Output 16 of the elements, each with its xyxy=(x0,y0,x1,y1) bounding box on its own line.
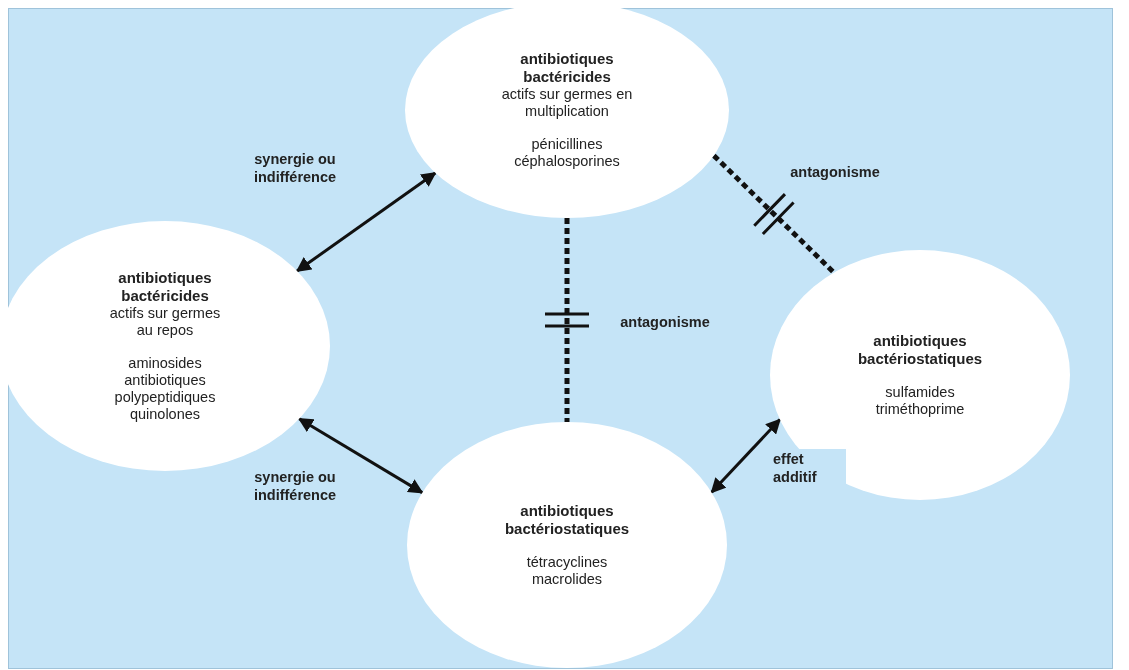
double-arrow xyxy=(710,418,781,494)
edge-label: effet additif xyxy=(770,449,846,487)
class-heading: antibiotiques bactéricides xyxy=(117,269,213,305)
double-arrow xyxy=(295,171,437,273)
drug-list: pénicillines céphalosporines xyxy=(497,136,637,170)
class-heading: antibiotiques bactéricides xyxy=(519,50,615,86)
drug-list: sulfamides triméthoprime xyxy=(865,384,975,418)
drug-list: aminosides antibiotiques polypeptidiques quinolones xyxy=(95,355,235,423)
double-arrow xyxy=(297,417,424,494)
class-heading: antibiotiques bactériostatiques xyxy=(503,502,631,538)
activity-text: actifs sur germes en multiplication xyxy=(500,86,634,120)
antagonism-line xyxy=(712,153,836,275)
drug-list: tétracyclines macrolides xyxy=(512,554,622,588)
class-heading: antibiotiques bactériostatiques xyxy=(856,332,984,368)
antagonism-line xyxy=(543,218,591,422)
activity-text: actifs sur germes au repos xyxy=(108,305,222,339)
